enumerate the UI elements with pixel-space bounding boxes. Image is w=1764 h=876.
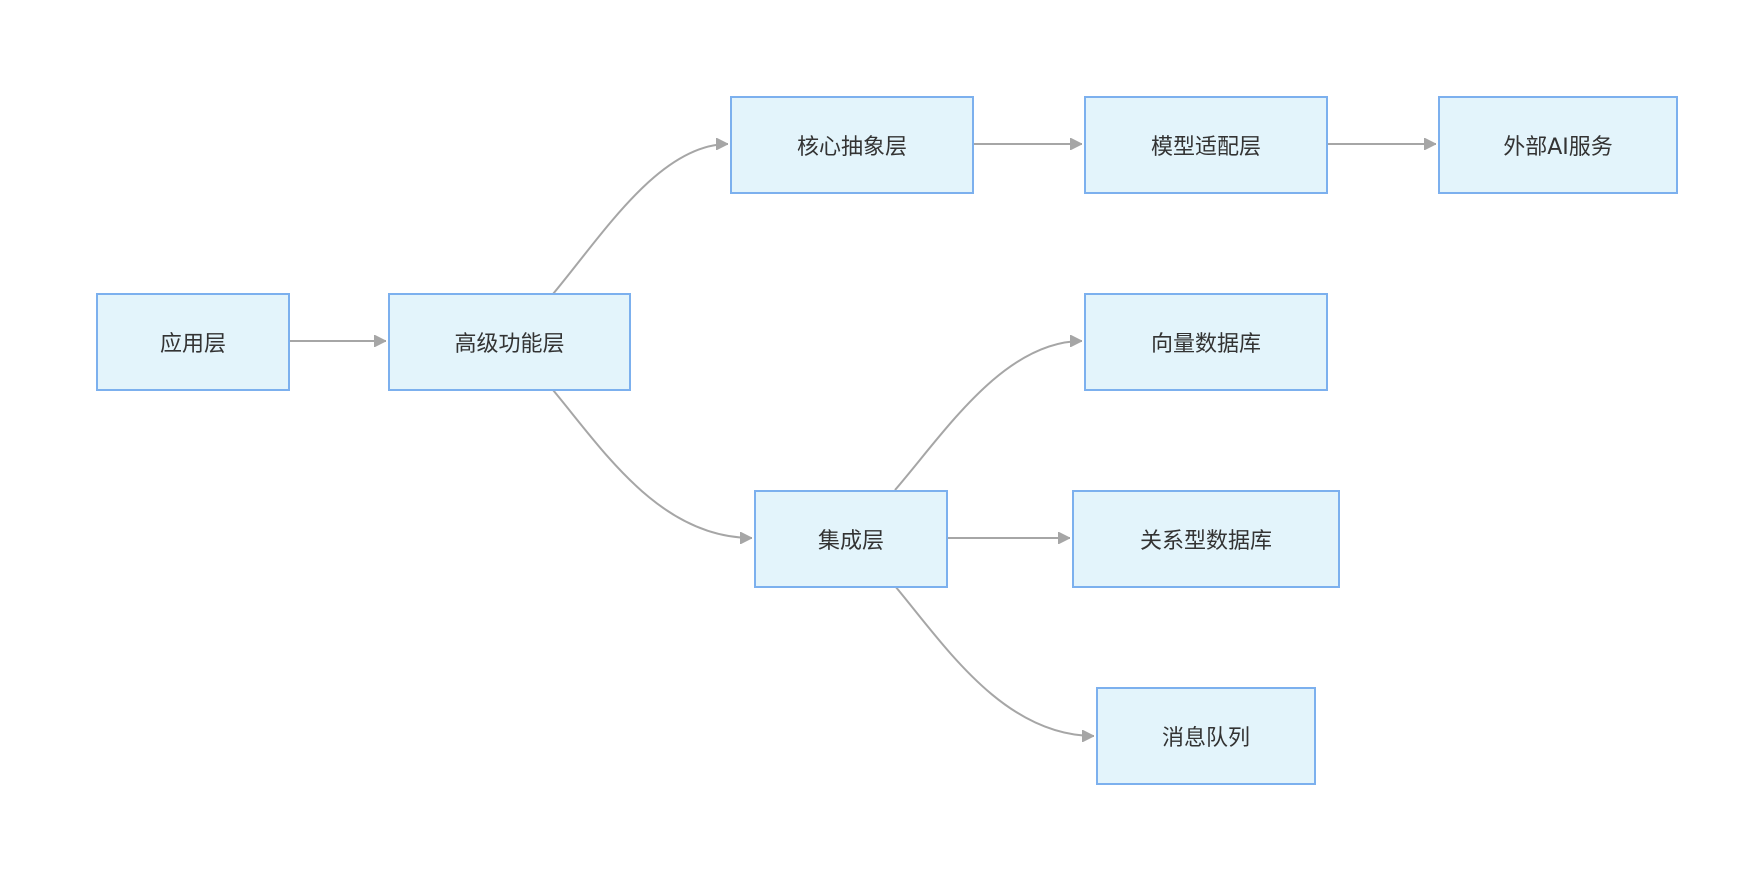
node-message-queue: 消息队列 bbox=[1096, 687, 1316, 785]
node-core-abstraction-layer: 核心抽象层 bbox=[730, 96, 974, 194]
edge-integration-to-mq bbox=[894, 585, 1094, 736]
edge-integration-to-vector-db bbox=[894, 341, 1082, 491]
edge-advanced-to-core bbox=[552, 144, 728, 295]
node-model-adapter-layer: 模型适配层 bbox=[1084, 96, 1328, 194]
node-integration-layer: 集成层 bbox=[754, 490, 948, 588]
node-app-layer: 应用层 bbox=[96, 293, 290, 391]
node-relational-database: 关系型数据库 bbox=[1072, 490, 1340, 588]
node-external-ai-service: 外部AI服务 bbox=[1438, 96, 1678, 194]
edge-advanced-to-integration bbox=[552, 389, 752, 538]
node-advanced-layer: 高级功能层 bbox=[388, 293, 631, 391]
node-vector-database: 向量数据库 bbox=[1084, 293, 1328, 391]
